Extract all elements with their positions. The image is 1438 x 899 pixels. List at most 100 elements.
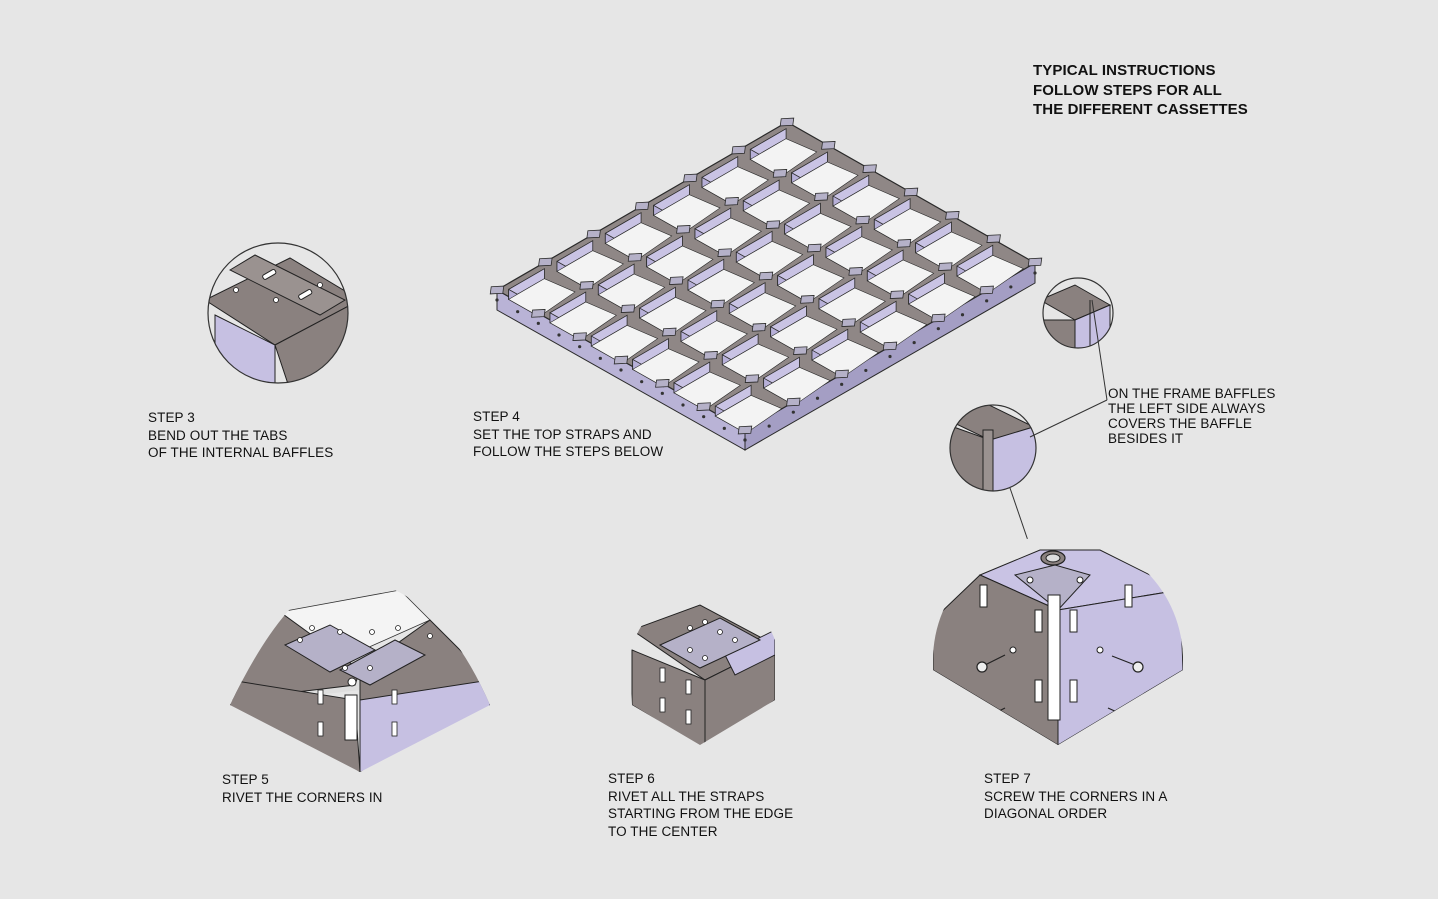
step5-caption-line: RIVET THE CORNERS IN — [222, 789, 383, 805]
grid-cell-opening — [701, 166, 769, 206]
step7-caption-line: DIAGONAL ORDER — [984, 806, 1108, 821]
step7-caption-line: SCREW THE CORNERS IN A — [984, 788, 1168, 804]
step6-caption-line: STARTING FROM THE EDGE — [608, 806, 794, 821]
grid-strap — [841, 318, 856, 328]
grid-strap — [765, 220, 781, 230]
step5-corner-detail — [230, 589, 490, 772]
frame-baffle-detail-a — [1042, 277, 1114, 349]
grid-strap — [855, 215, 870, 225]
grid-strap — [931, 313, 946, 323]
grid-cell-opening — [687, 269, 755, 308]
grid-strap — [696, 402, 711, 412]
grid-strap — [669, 276, 684, 286]
grid-strap — [703, 350, 718, 360]
cassette-grid — [489, 117, 1043, 451]
grid-strap — [800, 294, 815, 304]
grid-cell-opening — [818, 287, 886, 327]
frame-rivet-hole — [681, 403, 685, 407]
step6-caption-line: RIVET ALL THE STRAPS — [608, 788, 765, 804]
grid-strap — [627, 252, 643, 262]
grid-cell-opening — [956, 255, 1024, 294]
frame-rivet-hole — [888, 354, 892, 359]
step4-caption-line: SET THE TOP STRAPS AND — [473, 426, 652, 442]
frame-rivet-hole — [557, 333, 561, 337]
step4-caption: STEP 4 SET THE TOP STRAPS AND FOLLOW THE… — [473, 408, 663, 461]
frame-rivet-hole — [516, 310, 520, 314]
grid-cell-opening — [873, 208, 942, 248]
grid-cell-opening — [549, 301, 617, 341]
step4-caption-line: STEP 4 — [473, 409, 520, 424]
grid-cell-opening — [714, 395, 783, 434]
grid-strap — [737, 425, 753, 435]
frame-rivet-hole — [912, 340, 916, 345]
frame-baffle-note-line: COVERS THE BAFFLE — [1108, 416, 1252, 431]
grid-cell-opening — [915, 231, 983, 271]
grid-straps — [489, 117, 1043, 435]
grid-strap — [634, 201, 650, 211]
grid-cells — [508, 127, 1024, 435]
grid-strap — [586, 229, 601, 239]
grid-cell-opening — [770, 315, 838, 355]
grid-strap — [821, 140, 836, 150]
frame-rivet-hole — [767, 424, 771, 428]
grid-strap — [683, 173, 698, 183]
grid-cell-opening — [694, 217, 762, 257]
grid-cell-opening — [859, 311, 928, 350]
grid-strap — [489, 285, 505, 295]
grid-strap — [786, 397, 801, 407]
grid-strap — [889, 290, 905, 300]
frame-baffle-detail-b — [949, 404, 1037, 492]
instructions-title: TYPICAL INSTRUCTIONS FOLLOW STEPS FOR AL… — [1033, 61, 1248, 120]
grid-strap — [751, 322, 767, 332]
step6-caption-line: TO THE CENTER — [608, 823, 718, 839]
grid-strap — [793, 346, 808, 356]
grid-strap — [710, 299, 725, 309]
grid-strap — [1027, 257, 1043, 267]
frame-rivet-hole — [578, 345, 582, 349]
frame-rivet-hole — [495, 298, 499, 302]
grid-strap — [814, 192, 829, 202]
grid-cell-opening — [777, 264, 845, 304]
frame-rivet-hole — [815, 396, 820, 400]
grid-cell-opening — [811, 339, 879, 378]
frame-rivet-hole — [936, 327, 940, 331]
grid-strap — [572, 332, 587, 342]
grid-strap — [862, 164, 877, 174]
grid-strap — [986, 234, 1001, 244]
grid-cell-opening — [763, 367, 831, 406]
grid-cell-opening — [639, 297, 707, 336]
grid-cell-opening — [735, 241, 804, 280]
grid-strap — [807, 243, 822, 253]
step6-strap-detail — [630, 600, 775, 745]
step3-caption-line: BEND OUT THE TABS — [148, 427, 288, 443]
grid-cell-opening — [721, 343, 790, 383]
step6-caption-line: STEP 6 — [608, 771, 655, 786]
grid-strap — [724, 196, 739, 206]
frame-rivet-hole — [791, 410, 795, 414]
frame-rivet-hole — [1033, 271, 1037, 275]
grid-cell-opening — [646, 245, 714, 285]
instructions-title-line: FOLLOW STEPS FOR ALL — [1033, 81, 1222, 99]
frame-rivet-hole — [598, 356, 602, 360]
grid-cell-opening — [832, 185, 900, 224]
grid-cell-opening — [597, 273, 666, 313]
instructions-title-line: TYPICAL INSTRUCTIONS — [1033, 62, 1216, 79]
frame-rivet-hole — [1009, 285, 1013, 289]
grid-strap — [620, 304, 636, 314]
frame-rivet-hole — [960, 313, 965, 317]
grid-strap — [938, 262, 953, 272]
grid-strap — [882, 341, 898, 351]
grid-strap — [834, 369, 849, 379]
grid-cell-opening — [866, 259, 935, 299]
instructions-title-line: THE DIFFERENT CASSETTES — [1033, 101, 1248, 118]
grid-cell-opening — [653, 194, 721, 234]
grid-cell-opening — [742, 189, 811, 229]
step7-caption: STEP 7 SCREW THE CORNERS IN A DIAGONAL O… — [984, 770, 1167, 823]
grid-cell-opening — [632, 348, 700, 388]
grid-cell-opening — [791, 161, 859, 201]
frame-rivet-hole — [536, 321, 540, 325]
grid-strap — [676, 224, 691, 234]
grid-strap — [979, 285, 994, 295]
grid-cell-opening — [673, 371, 741, 411]
